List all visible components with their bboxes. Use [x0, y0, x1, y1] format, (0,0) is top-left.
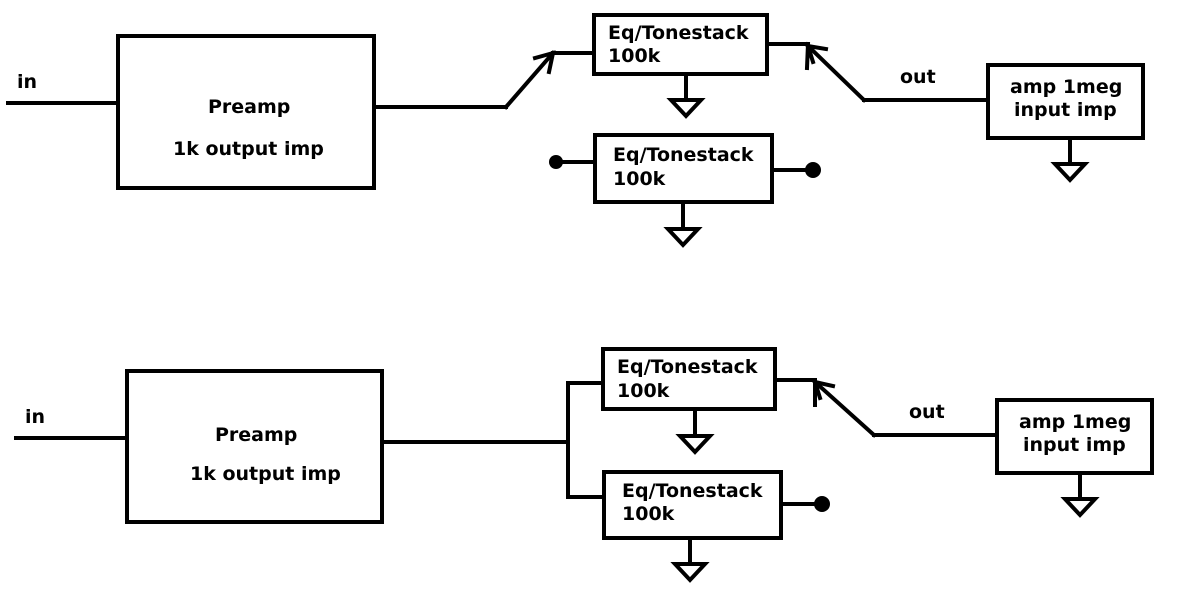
ground-symbol	[1050, 162, 1090, 183]
input-switch-lever	[503, 50, 556, 110]
diagram-1: in Preamp 1k output imp Eq/Tonestack 100…	[6, 13, 1145, 248]
out-label: out	[900, 66, 936, 88]
amp-impedance: input imp	[1023, 434, 1126, 456]
output-switch-arrow	[812, 379, 836, 401]
eq-bottom-value: 100k	[613, 168, 666, 190]
preamp-impedance: 1k output imp	[190, 463, 341, 485]
eq-top-title: Eq/Tonestack	[617, 356, 758, 378]
ground-symbol	[675, 434, 715, 455]
eq-bottom-value: 100k	[622, 503, 675, 525]
eq-bottom-title: Eq/Tonestack	[613, 144, 754, 166]
output-switch-arrow	[805, 43, 829, 65]
amp-title: amp 1meg	[1010, 76, 1122, 98]
diagram-2: in Preamp 1k output imp Eq/Tonestack 100…	[14, 347, 1154, 583]
eq-top-value: 100k	[617, 380, 670, 402]
eq-top-title: Eq/Tonestack	[608, 22, 749, 44]
ground-symbol	[670, 562, 710, 583]
ground-symbol	[663, 227, 703, 248]
ground-symbol	[666, 98, 706, 119]
preamp-box	[125, 369, 384, 524]
ground-symbol	[1060, 497, 1100, 518]
out-label: out	[909, 401, 945, 423]
output-switch-lever	[812, 379, 877, 438]
amp-impedance: input imp	[1014, 99, 1117, 121]
preamp-title: Preamp	[208, 96, 290, 118]
eq-bottom-output-terminal	[805, 162, 821, 178]
preamp-title: Preamp	[215, 424, 297, 446]
eq-top-value: 100k	[608, 45, 661, 67]
eq-bottom-output-terminal	[814, 496, 830, 512]
amp-box	[995, 398, 1154, 475]
eq-bottom-box	[593, 133, 774, 204]
in-label: in	[17, 71, 37, 93]
eq-top-box	[592, 13, 769, 76]
eq-top-box	[601, 347, 777, 411]
eq-bottom-box	[602, 470, 783, 540]
in-label: in	[25, 406, 45, 428]
output-switch-lever	[805, 43, 867, 103]
preamp-box	[116, 34, 376, 190]
preamp-impedance: 1k output imp	[173, 138, 324, 160]
amp-box	[986, 63, 1145, 140]
amp-title: amp 1meg	[1019, 411, 1131, 433]
eq-bottom-title: Eq/Tonestack	[622, 480, 763, 502]
